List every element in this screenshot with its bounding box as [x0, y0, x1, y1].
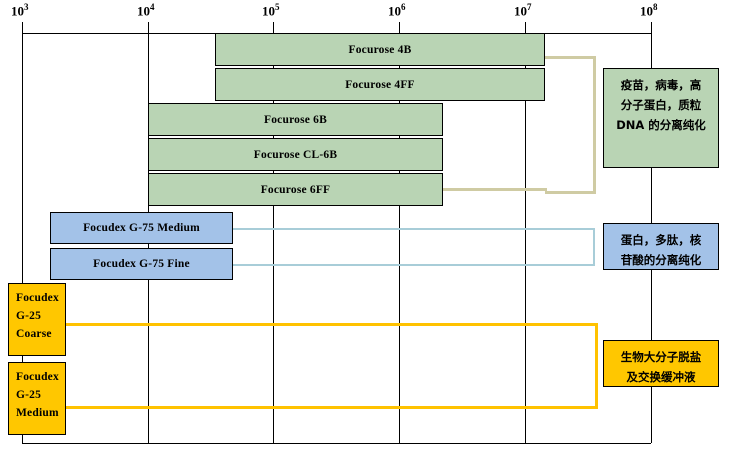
note-line2: 苷酸的分离纯化 — [620, 253, 702, 268]
axis-tick-1e8 — [651, 22, 652, 33]
note-g75-applications: 蛋白，多肽，核 苷酸的分离纯化 — [603, 223, 719, 270]
note-line1: 疫苗，病毒，高 — [620, 78, 702, 92]
note-agarose-applications: 疫苗，病毒，高 分子蛋白，质粒 DNA 的分离纯化 — [603, 68, 719, 168]
gridline-1e5 — [273, 33, 274, 443]
axis-tick-1e7 — [525, 22, 526, 33]
bar-focurose-4b[interactable]: Focurose 4B — [215, 33, 545, 66]
connector-agarose — [545, 56, 596, 194]
axis-label-1e6: 106 — [388, 2, 406, 19]
axis-label-1e8: 108 — [640, 2, 658, 19]
note-line3: DNA 的分离纯化 — [616, 118, 706, 133]
bar-label: Focurose 4B — [348, 43, 412, 56]
bar-label: Focurose 4FF — [345, 78, 415, 91]
bar-label-line2: G-25 — [16, 309, 42, 322]
gridline-1e7 — [525, 33, 526, 443]
gridline-1e3 — [22, 33, 23, 443]
note-line2: 及交换缓冲液 — [626, 370, 696, 385]
connector-stub-6ff — [443, 188, 547, 191]
axis-tick-1e4 — [148, 22, 149, 33]
bar-focudex-g25-medium[interactable]: Focudex G-25 Medium — [8, 362, 66, 435]
bar-focurose-4ff[interactable]: Focurose 4FF — [215, 68, 545, 101]
bar-focudex-g25-coarse[interactable]: Focudex G-25 Coarse — [8, 283, 66, 356]
axis-label-1e7: 107 — [514, 2, 532, 19]
axis-tick-1e6 — [399, 22, 400, 33]
note-line1: 生物大分子脱盐 — [620, 350, 702, 364]
note-line1: 蛋白，多肽，核 — [620, 233, 702, 247]
bar-label-line3: Coarse — [16, 327, 52, 340]
axis-label-1e4: 104 — [137, 2, 155, 19]
axis-label-1e5: 105 — [262, 2, 280, 19]
bar-label-line1: Focudex — [16, 371, 59, 383]
bar-focurose-6b[interactable]: Focurose 6B — [148, 103, 443, 136]
note-g25-applications: 生物大分子脱盐 及交换缓冲液 — [603, 340, 719, 387]
connector-dextran-g25 — [66, 323, 598, 409]
bar-label: Focudex G-75 Fine — [93, 258, 190, 270]
bar-label: Focudex G-75 Medium — [83, 222, 200, 234]
bar-label: Focurose 6B — [264, 113, 327, 126]
axis-label-1e3: 103 — [11, 2, 29, 19]
gridline-1e6 — [399, 33, 400, 443]
connector-dextran-g75 — [233, 228, 595, 266]
note-line2: 分子蛋白，质粒 — [620, 98, 702, 113]
axis-tick-1e5 — [273, 22, 274, 33]
bar-label-line1: Focudex — [16, 292, 59, 304]
axis-tick-1e3 — [22, 22, 23, 33]
bar-label: Focurose CL-6B — [253, 148, 338, 161]
bar-focudex-g75-fine[interactable]: Focudex G-75 Fine — [50, 248, 233, 280]
plot-bottom-border — [22, 443, 651, 444]
bar-label: Focurose 6FF — [260, 183, 331, 196]
bar-focurose-cl-6b[interactable]: Focurose CL-6B — [148, 138, 443, 171]
bar-label-line3: Medium — [16, 406, 59, 419]
bar-focurose-6ff[interactable]: Focurose 6FF — [148, 173, 443, 206]
bar-focudex-g75-medium[interactable]: Focudex G-75 Medium — [50, 212, 233, 244]
bar-label-line2: G-25 — [16, 388, 42, 401]
